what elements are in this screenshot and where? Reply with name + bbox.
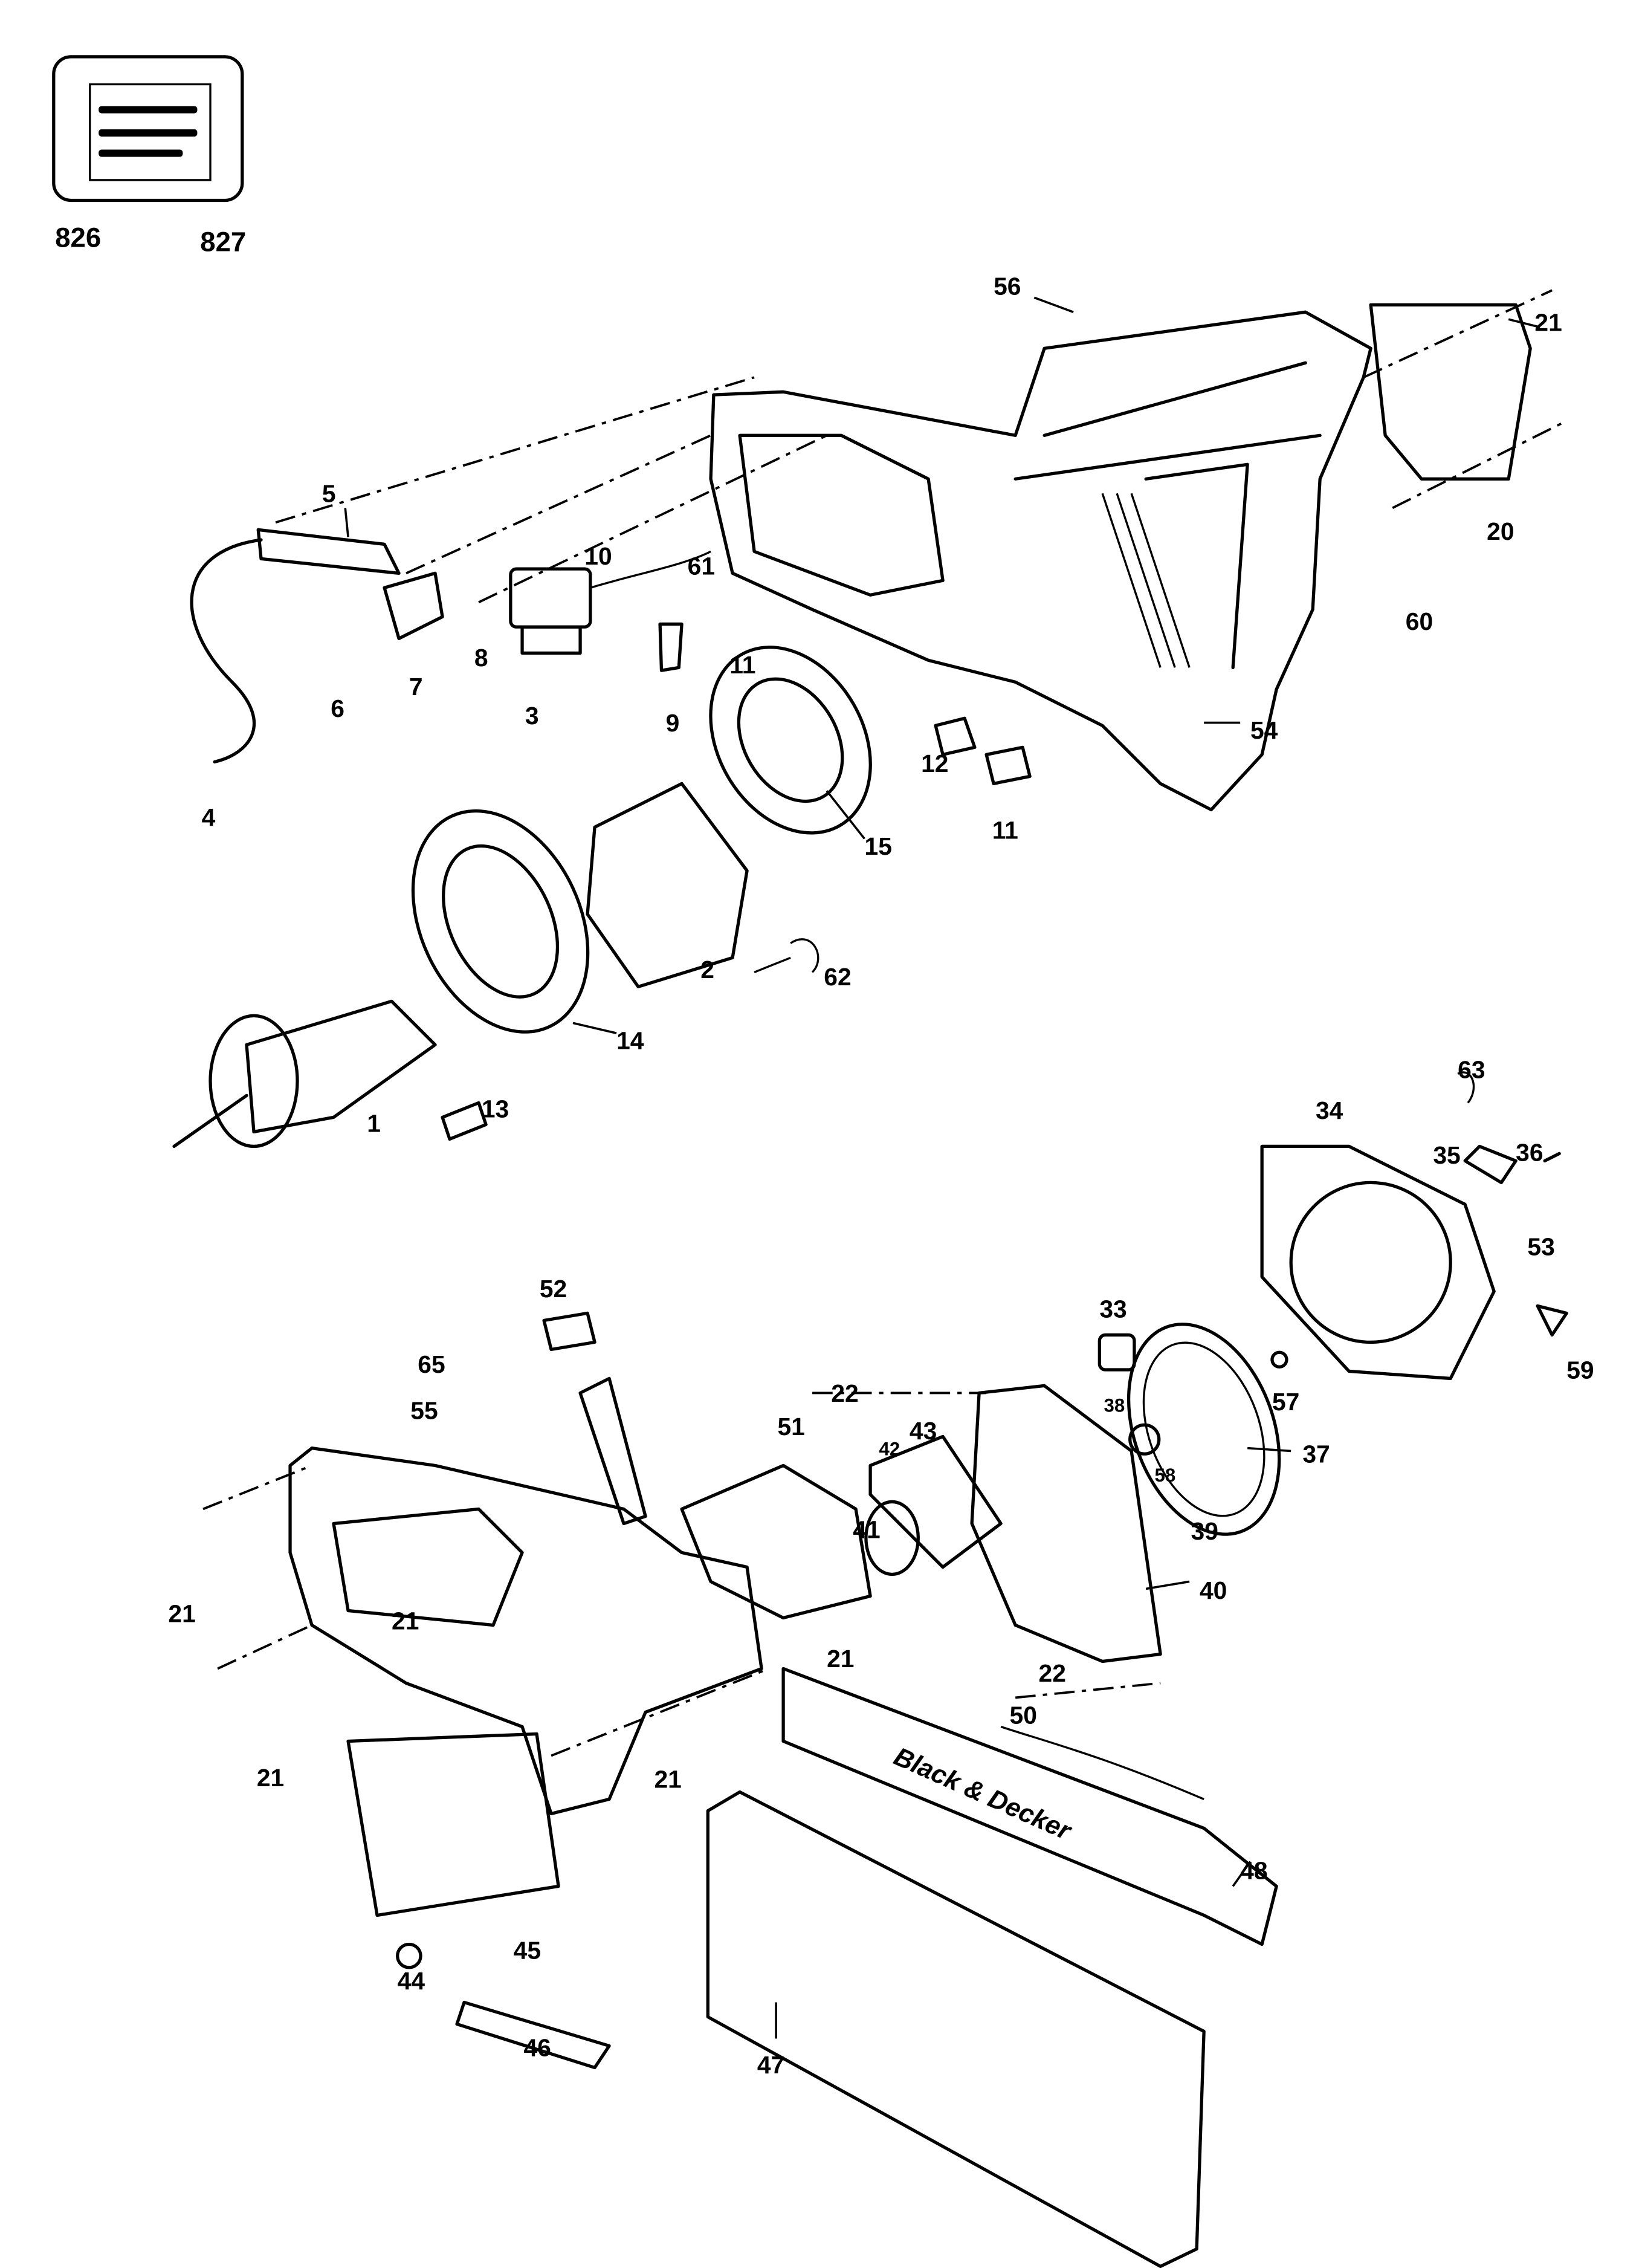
callout-52: 52 (540, 1275, 567, 1303)
callout-50: 50 (1010, 1702, 1037, 1729)
callout-21: 21 (1534, 309, 1562, 337)
part-number-826: 826 (55, 222, 101, 253)
callout-44: 44 (398, 1967, 425, 1995)
callout-21: 21 (827, 1645, 854, 1673)
callout-60: 60 (1406, 608, 1433, 635)
callout-21: 21 (168, 1600, 195, 1628)
callout-34: 34 (1316, 1097, 1343, 1124)
callout-3: 3 (525, 702, 539, 730)
callout-8: 8 (474, 644, 488, 672)
callout-59: 59 (1566, 1356, 1594, 1384)
front-handle-55 (202, 1311, 769, 2070)
callout-37: 37 (1302, 1440, 1330, 1468)
callout-33: 33 (1099, 1295, 1126, 1323)
callout-2: 2 (700, 956, 714, 983)
callout-7: 7 (409, 673, 423, 701)
motor-assembly (172, 646, 1032, 1149)
gear-37 (1097, 1323, 1288, 1536)
callout-51: 51 (777, 1413, 804, 1440)
callout-6: 6 (331, 695, 344, 722)
callout-48: 48 (1240, 1856, 1267, 1884)
leader-lines (344, 296, 1538, 2039)
callout-10: 10 (584, 542, 612, 570)
callout-21: 21 (654, 1765, 681, 1793)
callout-47: 47 (757, 2051, 784, 2079)
gear-housing-34 (1260, 1071, 1568, 1381)
callout-56: 56 (994, 272, 1021, 300)
part-number-827: 827 (200, 226, 246, 257)
bar-cover-47 (706, 1790, 1206, 2268)
callout-57: 57 (1272, 1388, 1299, 1416)
callout-36: 36 (1516, 1138, 1543, 1166)
callout-65: 65 (418, 1350, 445, 1378)
callout-45: 45 (514, 1937, 541, 1965)
callout-55: 55 (410, 1397, 438, 1425)
callout-46: 46 (523, 2033, 551, 2061)
callout-12: 12 (921, 750, 948, 777)
callout-15: 15 (865, 832, 892, 860)
callout-21: 21 (257, 1764, 284, 1792)
callout-1: 1 (367, 1109, 381, 1137)
callout-11: 11 (992, 817, 1018, 844)
callout-38: 38 (1104, 1395, 1125, 1416)
callout-14: 14 (616, 1027, 644, 1055)
callout-39: 39 (1191, 1517, 1218, 1545)
callout-41: 41 (853, 1515, 880, 1543)
callout-63: 63 (1458, 1056, 1485, 1084)
cord-switch-assembly (190, 528, 711, 763)
callout-53: 53 (1527, 1233, 1554, 1260)
callout-54: 54 (1250, 716, 1278, 744)
callout-5: 5 (322, 480, 336, 508)
callout-43: 43 (910, 1417, 937, 1445)
callout-22: 22 (831, 1379, 858, 1407)
callout-35: 35 (1433, 1141, 1460, 1169)
callout-11: 11 (729, 651, 755, 679)
callout-61: 61 (688, 552, 715, 580)
callout-58: 58 (1155, 1465, 1176, 1486)
callout-22: 22 (1039, 1659, 1066, 1687)
callout-21: 21 (392, 1607, 419, 1635)
callout-20: 20 (1487, 517, 1514, 545)
chain-drive-40 (680, 1384, 1162, 1699)
callout-13: 13 (482, 1095, 509, 1123)
callout-9: 9 (666, 709, 680, 737)
label-plate (52, 55, 244, 202)
callout-40: 40 (1200, 1576, 1227, 1604)
black-and-decker-logo: Black & Decker (890, 1742, 1076, 1847)
callout-62: 62 (824, 963, 851, 991)
callout-4: 4 (202, 803, 216, 831)
rear-housing-54 (709, 303, 1532, 812)
callout-42: 42 (879, 1439, 900, 1460)
